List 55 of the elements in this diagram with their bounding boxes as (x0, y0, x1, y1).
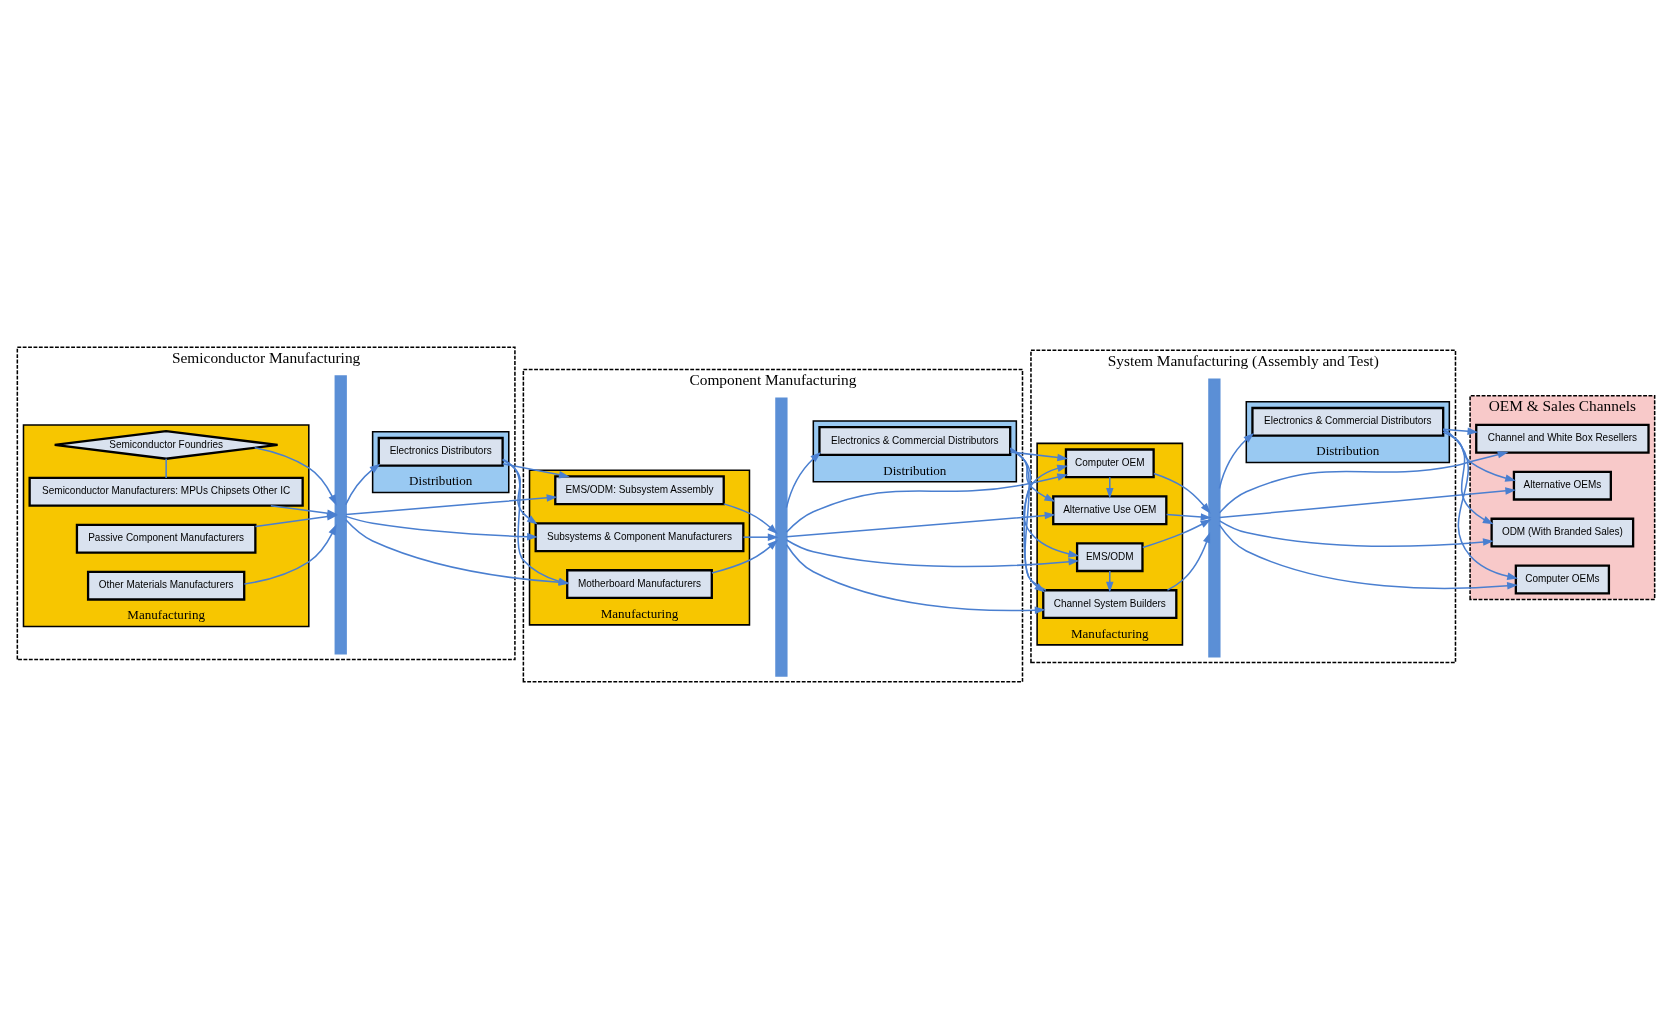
arrow (254, 512, 338, 527)
arrow (1106, 476, 1114, 499)
arrow (345, 515, 538, 540)
node-box: Semiconductor Manufacturers: MPUs Chipsets Other IC (28, 476, 304, 507)
node-bar (775, 397, 788, 677)
arrow (1153, 472, 1211, 514)
node-box: Motherboard Manufacturers (566, 568, 713, 599)
arrow (1218, 432, 1255, 489)
arrow (1009, 450, 1069, 461)
arrow (1442, 430, 1516, 482)
node-box: Computer OEMs (1514, 564, 1611, 594)
node-box: Alternative OEMs (1512, 470, 1612, 501)
node-box: EMS/ODM: Subsystem Assembly (554, 474, 725, 505)
arrow (502, 462, 570, 478)
arrow (344, 463, 381, 505)
node-box: Alternative Use OEM (1052, 494, 1168, 525)
arrow (785, 451, 822, 508)
node-box: Channel System Builders (1042, 588, 1178, 619)
arrow (742, 532, 779, 541)
node-box: Other Materials Manufacturers (86, 570, 246, 601)
arrow (1166, 531, 1211, 591)
node-box: Electronics & Commercial Distributors (818, 425, 1012, 456)
arrow (253, 446, 337, 506)
arrow (785, 538, 1080, 567)
arrow (785, 511, 1056, 538)
arrow (1442, 427, 1479, 435)
arrow (501, 458, 538, 525)
node-box: Electronics & Commercial Distributors (1251, 406, 1445, 437)
arrow (1165, 512, 1212, 521)
node-box: EMS/ODM (1075, 541, 1144, 572)
arrow (1218, 523, 1518, 590)
arrow (345, 493, 558, 515)
arrow (785, 473, 1069, 533)
node-bar (1208, 377, 1221, 658)
node-bar (334, 374, 347, 654)
arrow (243, 523, 337, 585)
arrow (1218, 519, 1494, 547)
arrow (1142, 518, 1212, 548)
node-box: Channel and White Box Resellers (1475, 423, 1650, 454)
arrow (1218, 450, 1509, 514)
arrow (711, 539, 779, 574)
node-box: Passive Component Manufacturers (75, 523, 257, 554)
arrow (1009, 447, 1080, 558)
arrow (723, 502, 778, 534)
node-box: ODM (With Branded Sales) (1490, 517, 1635, 548)
connector (165, 457, 167, 479)
arrow (1106, 569, 1114, 592)
arrow (1442, 427, 1519, 580)
arrow (1009, 448, 1056, 502)
node-box: Subsystems & Component Manufacturers (534, 521, 745, 552)
node-diamond: Semiconductor Foundries (53, 429, 279, 460)
arrow (1218, 486, 1517, 518)
node-box: Electronics Distributors (377, 436, 504, 467)
node-box: Computer OEM (1064, 447, 1155, 478)
arrow (1442, 428, 1494, 524)
